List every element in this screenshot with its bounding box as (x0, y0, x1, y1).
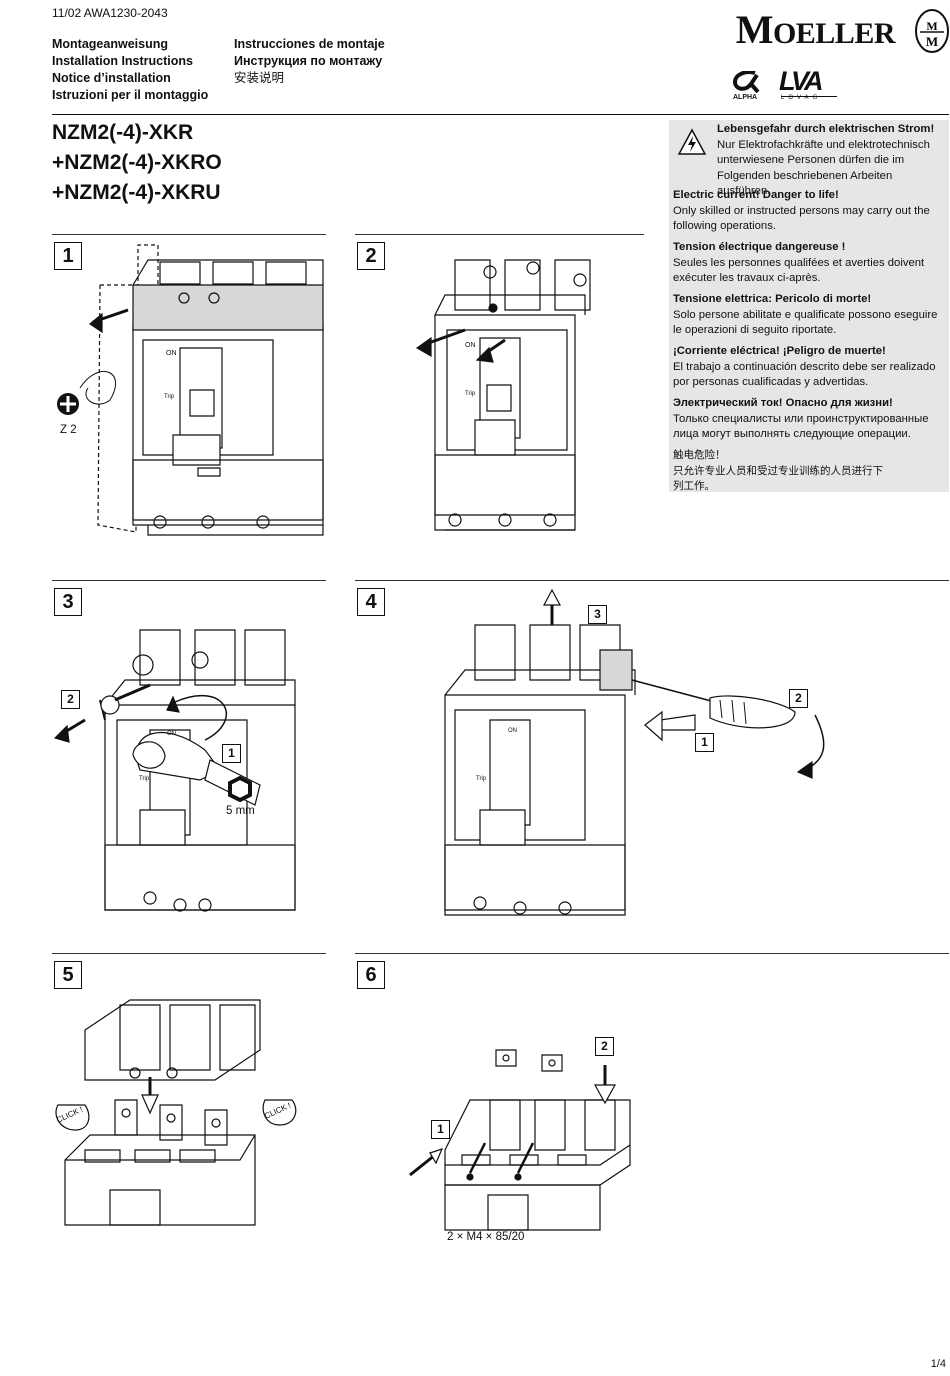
lovag-underline (781, 96, 837, 97)
title-en: Installation Instructions (52, 54, 193, 68)
title-list-left: Montageanweisung Installation Instructio… (52, 36, 208, 104)
step4-on-label: ON (508, 728, 517, 734)
step1-trip-label: Trip (164, 394, 175, 400)
step1-on-label: ON (166, 350, 177, 357)
warning-de: Lebensgefahr durch elektrischen Strom! N… (717, 123, 935, 197)
step3-callout-1: 1 (222, 744, 241, 763)
warning-es: ¡Corriente eléctrica! ¡Peligro de muerte… (673, 345, 936, 388)
step6-callout-1: 1 (431, 1120, 450, 1139)
step-5-number: 5 (54, 961, 82, 989)
title-de: Montageanweisung (52, 37, 168, 51)
step4-breaker-illustration: ON Trip (440, 620, 860, 930)
step4-callout-1: 1 (695, 733, 714, 752)
step2-rule (355, 234, 644, 235)
step-6-number: 6 (357, 961, 385, 989)
warning-zh: 触电危险！ 只允许专业人员和受过专业训练的人员进行下列工作。 (673, 449, 883, 492)
title-fr: Notice d’installation (52, 71, 171, 85)
product-title: NZM2(-4)-XKR +NZM2(-4)-XKRO +NZM2(-4)-XK… (52, 118, 222, 208)
step1-breaker-illustration: ON Trip (88, 240, 328, 540)
alpha-logo-icon (732, 71, 760, 93)
step-1-number: 1 (54, 242, 82, 270)
hex-key-icon (228, 776, 252, 802)
step4-rule (355, 580, 949, 581)
title-ru: Инструкция по монтажу (234, 54, 383, 68)
svg-text:M: M (926, 19, 937, 33)
step-4-number: 4 (357, 588, 385, 616)
title-zh: 安装说明 (234, 71, 285, 85)
warning-ru: Электрический ток! Опасно для жизни! Тол… (673, 397, 929, 440)
step-2-number: 2 (357, 242, 385, 270)
step1-tool-label: Z 2 (60, 424, 77, 436)
warning-fr: Tension électrique dangereuse ! Seules l… (673, 241, 925, 284)
step4-callout-2: 2 (789, 689, 808, 708)
lovag-mark: LVA (779, 66, 823, 96)
warning-it: Tensione elettrica: Pericolo di morte! S… (673, 293, 938, 336)
step2-breaker-illustration: ON Trip (405, 240, 645, 540)
phillips-screwdriver-icon (57, 393, 79, 415)
step3-rule (52, 580, 326, 581)
step5-rule (52, 953, 326, 954)
step3-breaker-illustration: ON Trip (55, 620, 325, 930)
product-line-3: +NZM2(-4)-XKRU (52, 181, 221, 204)
step3-on-label: ON (167, 731, 176, 737)
product-line-1: NZM2(-4)-XKR (52, 121, 194, 144)
step1-rule (52, 234, 326, 235)
safety-warning-box: Lebensgefahr durch elektrischen Strom! N… (669, 120, 949, 492)
brand-logo-text: MOELLER (735, 7, 896, 52)
header-rule (52, 114, 949, 115)
lovag-label: LOVAG (781, 95, 822, 101)
step5-terminal-illustration: CLICK ! CLICK ! (55, 995, 330, 1235)
step6-rule (355, 953, 949, 954)
warning-en: Electric current! Danger to life! Only s… (673, 189, 930, 232)
step-3-number: 3 (54, 588, 82, 616)
document-number: 11/02 AWA1230-2043 (52, 6, 168, 20)
page-number: 1/4 (930, 1358, 946, 1370)
product-line-2: +NZM2(-4)-XKRO (52, 151, 222, 174)
title-list-right: Instrucciones de montaje Инструкция по м… (234, 36, 385, 87)
step2-trip-label: Trip (465, 391, 476, 397)
alpha-label: ALPHA (733, 94, 758, 101)
high-voltage-warning-icon (677, 128, 707, 155)
title-es: Instrucciones de montaje (234, 37, 385, 51)
step2-on-label: ON (465, 342, 476, 349)
svg-text:M: M (926, 34, 938, 49)
step6-terminal-illustration (400, 1045, 650, 1235)
step3-callout-2: 2 (61, 690, 80, 709)
step3-trip-label: Trip (139, 776, 150, 782)
title-it: Istruzioni per il montaggio (52, 88, 209, 102)
step6-callout-2: 2 (595, 1037, 614, 1056)
step4-callout-3: 3 (588, 605, 607, 624)
step6-screw-spec: 2 × M4 × 85/20 (447, 1231, 525, 1243)
step3-hex-label: 5 mm (226, 805, 255, 817)
moeller-emblem-icon: M M (915, 9, 949, 53)
step4-trip-label: Trip (476, 776, 487, 782)
